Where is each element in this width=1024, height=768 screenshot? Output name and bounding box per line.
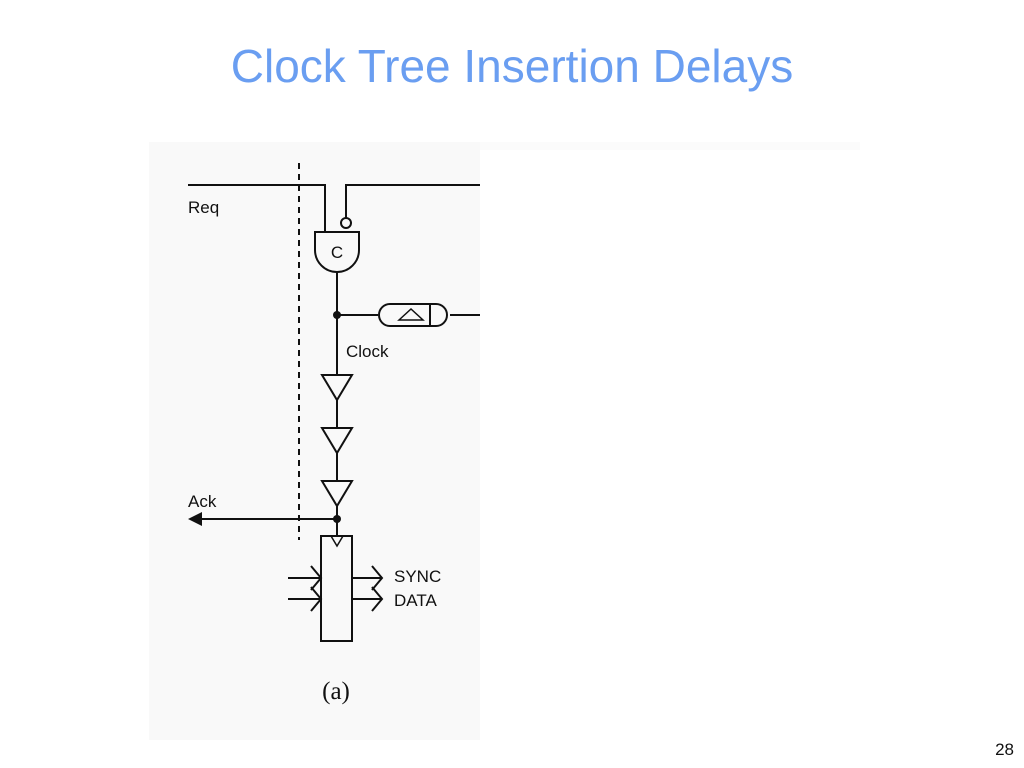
inversion-bubble [340, 217, 352, 229]
figure-caption: (a) [322, 678, 350, 705]
data-label: DATA [394, 591, 437, 610]
req-wire [188, 184, 326, 232]
page-number: 28 [995, 740, 1014, 759]
register-clock-marker [330, 535, 344, 548]
req-label: Req [188, 198, 219, 217]
ack-arrowhead [188, 512, 202, 526]
clock-buffer-2 [320, 427, 354, 455]
clock-junction-dot [333, 311, 341, 319]
clock-buffer-3 [320, 480, 354, 508]
delay-element-cap [430, 303, 448, 327]
ack-label: Ack [188, 492, 217, 511]
c-element-gate [314, 231, 360, 273]
figure-background-strip [480, 142, 860, 150]
delay-triangle-icon [397, 307, 425, 321]
ack-junction-dot [333, 515, 341, 523]
clock-buffer-1 [320, 374, 354, 402]
slide-title: Clock Tree Insertion Delays [230, 40, 794, 92]
clock-label: Clock [346, 342, 389, 361]
sync-label: SYNC [394, 567, 441, 586]
req-feedback-wire [345, 184, 480, 218]
gate-label: C [331, 243, 343, 262]
sync-register [320, 535, 353, 642]
